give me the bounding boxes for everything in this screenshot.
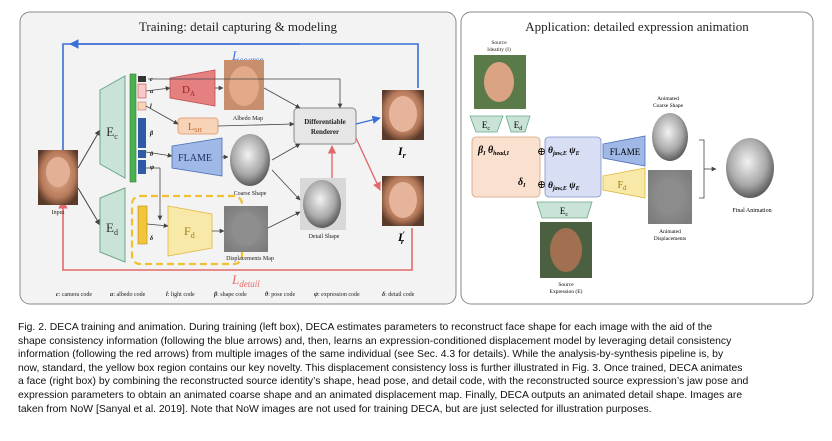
animated-displacements-face bbox=[657, 178, 683, 214]
light-sh-label: LSH bbox=[188, 122, 202, 134]
caption-line: information (following the red arrows) f… bbox=[18, 349, 724, 361]
right-encoder-ed-label: Ed bbox=[514, 120, 523, 132]
animated-coarse-label-1: Animated bbox=[657, 96, 679, 102]
source-expression-face bbox=[550, 228, 582, 272]
code-delta-label: δ bbox=[150, 236, 153, 242]
identity-params-box bbox=[471, 136, 541, 198]
animated-disp-label-1: Animated bbox=[659, 229, 681, 235]
expression-params-top: θjaw,E ψE bbox=[548, 146, 580, 157]
oplus-top: ⊕ bbox=[537, 146, 546, 158]
identity-delta: δI bbox=[518, 177, 526, 189]
flame-label: FLAME bbox=[178, 153, 212, 164]
encoder-ed-label: Ed bbox=[106, 220, 118, 237]
svg-text:α: albedo code: α: albedo code bbox=[110, 292, 146, 298]
figure-caption: Fig. 2. DECA training and animation. Dur… bbox=[18, 321, 818, 416]
caption-line: Fig. 2. DECA training and animation. Dur… bbox=[18, 322, 713, 333]
right-encoder-ec2 bbox=[536, 201, 593, 219]
code-c-label: c bbox=[150, 77, 153, 83]
differentiable-renderer bbox=[293, 107, 357, 145]
right-encoder-ed bbox=[505, 115, 531, 133]
coarse-shape-image bbox=[230, 134, 270, 186]
final-animation-label: Final Animation bbox=[732, 208, 771, 214]
fd-label: Fd bbox=[184, 224, 195, 240]
displacements-map-label: Displacements Map bbox=[226, 256, 274, 262]
renderer-label-2: Renderer bbox=[311, 128, 339, 136]
svg-text:δ: detail code: δ: detail code bbox=[382, 292, 415, 298]
right-flame-label: FLAME bbox=[610, 147, 641, 157]
caption-line: expression parameters to obtain an anima… bbox=[18, 389, 743, 401]
input-face-skin bbox=[46, 157, 70, 187]
render-to-irp-arrow bbox=[355, 137, 381, 191]
albedo-map-label: Albedo Map bbox=[233, 116, 263, 122]
svg-text:l: light code: l: light code bbox=[166, 292, 195, 298]
animated-coarse-label-2: Coarse Shape bbox=[653, 103, 684, 109]
render-irp-face bbox=[389, 182, 417, 218]
caption-line: now, standard, the yellow box region con… bbox=[18, 362, 743, 374]
render-ir-label: Ir bbox=[397, 144, 407, 160]
encoder-ec bbox=[99, 75, 126, 179]
svg-text:β: shape code: β: shape code bbox=[213, 292, 247, 298]
displacement-map-face bbox=[232, 212, 260, 246]
code-theta bbox=[138, 150, 146, 158]
flame-decoder bbox=[171, 137, 223, 177]
code-legend: c: camera code α: albedo code l: light c… bbox=[56, 292, 415, 298]
right-encoder-ec2-label: Ec bbox=[560, 206, 569, 218]
render-irp-label: I′r bbox=[397, 230, 405, 246]
code-psi bbox=[138, 160, 146, 174]
code-c bbox=[138, 76, 146, 82]
input-label: Input bbox=[52, 210, 65, 216]
render-ir-face bbox=[389, 96, 417, 132]
figure-canvas: Training: detail capturing & modeling Lc… bbox=[19, 11, 814, 305]
albedo-face bbox=[229, 66, 259, 106]
right-fd-label: Fd bbox=[617, 180, 627, 192]
fd-decoder bbox=[167, 205, 213, 257]
source-expression-label-1: Source bbox=[558, 282, 574, 288]
detail-loss-arrow bbox=[58, 199, 413, 271]
caption-line: taken from NoW [Sanyal et al. 2019]. Not… bbox=[18, 403, 652, 415]
animated-disp-label-2: Displacements bbox=[654, 236, 686, 242]
svg-text:c: camera code: c: camera code bbox=[56, 292, 92, 298]
code-alpha bbox=[137, 83, 147, 99]
source-identity-label-1: Source bbox=[491, 40, 507, 46]
source-expression-label-2: Expression (E) bbox=[550, 288, 583, 295]
final-animation-image bbox=[726, 138, 774, 198]
animated-coarse-image bbox=[652, 113, 688, 161]
right-encoder-ec-label: Ec bbox=[482, 120, 491, 132]
code-beta-label: β bbox=[149, 131, 154, 137]
training-title: Training: detail capturing & modeling bbox=[139, 19, 338, 34]
loss-detail-label: Ldetail bbox=[231, 272, 260, 289]
svg-text:ψ: expression code: ψ: expression code bbox=[314, 292, 360, 298]
caption-line: a face (right box) by combining the reco… bbox=[18, 376, 749, 388]
expression-params-box bbox=[544, 136, 602, 198]
svg-text:θ: pose code: θ: pose code bbox=[265, 292, 295, 298]
code-light bbox=[137, 101, 147, 111]
coarse-shape-label: Coarse Shape bbox=[234, 191, 267, 197]
renderer-label-1: Differentiable bbox=[304, 118, 345, 126]
application-title: Application: detailed expression animati… bbox=[525, 19, 749, 34]
expression-params-bottom: θjaw,E ψE bbox=[548, 181, 580, 192]
caption-line: shape consistency information (following… bbox=[18, 335, 732, 347]
detail-shape-image bbox=[303, 180, 341, 228]
right-fd-decoder bbox=[602, 167, 646, 199]
detail-shape-label: Detail Shape bbox=[309, 234, 340, 240]
right-encoder-ec bbox=[469, 115, 504, 133]
code-delta bbox=[137, 205, 148, 245]
code-bar bbox=[129, 73, 137, 183]
albedo-decoder-label: DA bbox=[182, 84, 195, 98]
encoder-ec-label: Ec bbox=[106, 124, 118, 141]
source-identity-label-2: Ideatity (I) bbox=[487, 46, 511, 53]
identity-beta-theta: βI θhead,I bbox=[477, 145, 510, 157]
right-flame-decoder bbox=[602, 135, 646, 167]
code-light-label: l bbox=[150, 104, 152, 110]
code-alpha-label: α bbox=[150, 89, 154, 95]
code-beta bbox=[138, 118, 146, 148]
render-to-ir-arrow bbox=[355, 115, 381, 125]
source-identity-face bbox=[484, 62, 514, 102]
code-theta-label: θ bbox=[150, 152, 154, 158]
encoder-ed bbox=[99, 187, 126, 263]
oplus-bottom: ⊕ bbox=[537, 179, 546, 191]
